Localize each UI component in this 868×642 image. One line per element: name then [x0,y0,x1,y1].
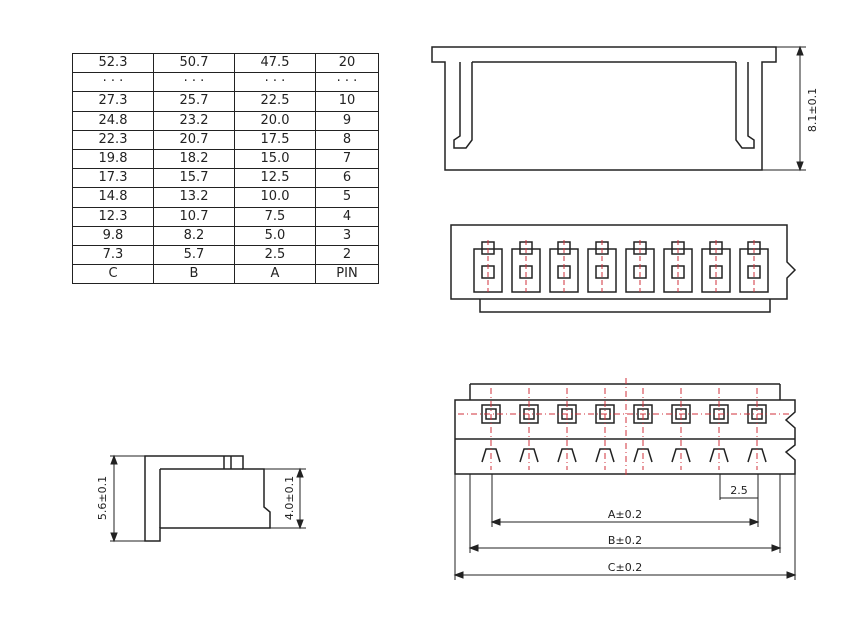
pin-cavity [549,240,579,293]
bottom-view [454,383,796,475]
table-header-cell: A [234,264,316,285]
bottom-dimensions [453,474,797,580]
table-cell: 5.7 [153,244,235,266]
c-dimension-label: C±0.2 [608,561,642,574]
front-view [450,224,797,313]
pin-cavity [739,240,769,293]
table-cell: 2.5 [234,244,316,266]
a-dimension-label: A±0.2 [608,508,642,521]
table-cell: 24.8 [72,110,154,131]
table-cell: 2 [315,244,379,266]
table-cell: 3 [315,225,379,246]
height-label-top: 8.1±0.1 [806,88,819,132]
height-dimension-top [762,45,806,172]
table-header-cell: B [153,264,235,285]
pin-cavity [701,240,731,293]
pin-cavity [473,240,503,293]
table-cell: 14.8 [72,187,154,208]
pin-cavity [625,240,655,293]
pin-centerlines [458,378,792,478]
b-dimension-label: B±0.2 [608,534,642,547]
table-cell: 22.3 [72,129,154,150]
table-cell: · · · [72,72,154,93]
table-cell: 15.0 [234,148,316,170]
table-cell: 19.8 [72,148,154,170]
table-cell: 20.7 [153,129,235,150]
pin-cavity [587,240,617,293]
side-inner-height-label: 4.0±0.1 [283,476,296,520]
pitch-label: 2.5 [730,484,748,497]
pin-cavity [511,240,541,293]
top-view [431,46,777,171]
pin-cavity [663,240,693,293]
table-cell: 10.0 [234,187,316,208]
table-header-cell: PIN [315,264,379,285]
side-view [144,455,271,542]
side-total-height-label: 5.6±0.1 [96,476,109,520]
side-dimensions [110,454,306,543]
